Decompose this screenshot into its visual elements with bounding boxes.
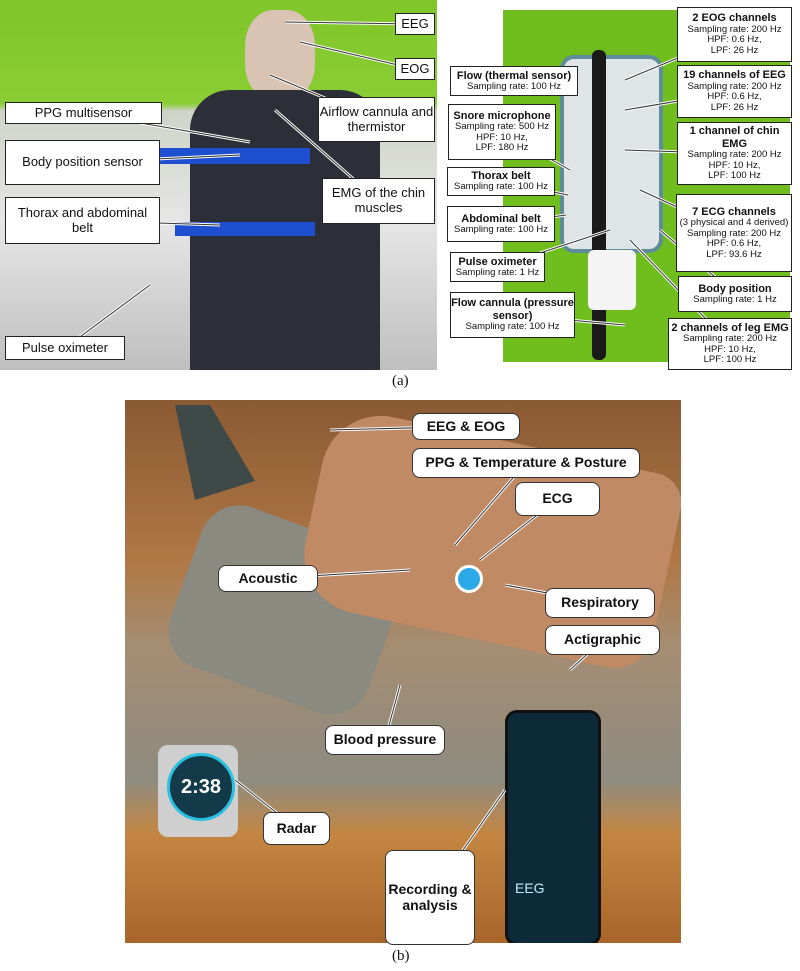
label-title: Thorax and abdominal belt	[17, 204, 148, 235]
caption-b: (b)	[392, 948, 410, 964]
label-title: Acoustic	[238, 569, 298, 586]
label-detail: Sampling rate: 500 Hz	[455, 121, 549, 133]
patient-figure	[150, 10, 380, 370]
label-eeg: EEG	[395, 13, 435, 35]
label-title: Body position sensor	[22, 154, 143, 170]
label-title: Snore microphone	[453, 109, 551, 122]
label-detail: LPF: 100 Hz	[708, 170, 761, 182]
label-detail: Sampling rate: 100 Hz	[454, 223, 548, 235]
label-title: 1 channel of chin EMG	[689, 125, 780, 150]
label-radar: Radar	[263, 812, 330, 845]
label-title: Actigraphic	[563, 631, 641, 648]
label-emg-of-the-chin-muscles: EMG of the chin muscles	[322, 178, 435, 224]
label-title: EEG	[401, 15, 429, 31]
label-title: Blood pressure	[333, 731, 437, 748]
label-title: Respiratory	[561, 594, 639, 611]
blue-belt	[175, 222, 315, 236]
label-acoustic: Acoustic	[218, 565, 318, 592]
label-detail: LPF: 26 Hz	[710, 44, 759, 56]
label-flow-cannula-pressure-sensor: Flow cannula (pressure sensor)Sampling r…	[450, 292, 575, 338]
label-detail: LPF: 93.6 Hz	[706, 248, 762, 260]
label-detail: Sampling rate: 1 Hz	[693, 293, 777, 305]
label-body-position-sensor: Body position sensor	[5, 140, 160, 185]
label-7-ecg-channels: 7 ECG channels(3 physical and 4 derived)…	[676, 194, 792, 272]
label-title: Recording & analysis	[388, 880, 472, 913]
label-title: Radar	[276, 819, 317, 836]
label-detail: Sampling rate: 200 Hz	[687, 148, 782, 160]
label-detail: Sampling rate: 200 Hz	[687, 23, 782, 35]
label-detail: Sampling rate: 200 Hz	[687, 80, 782, 92]
label-blood-pressure: Blood pressure	[325, 725, 445, 755]
label-title: PPG multisensor	[34, 104, 133, 120]
label-ecg: ECG	[515, 482, 600, 516]
label-detail: Sampling rate: 100 Hz	[467, 80, 561, 92]
label-detail: HPF: 10 Hz,	[708, 159, 761, 171]
label-respiratory: Respiratory	[545, 588, 655, 618]
lamp-icon	[175, 405, 255, 500]
label-title: 2 EOG channels	[692, 12, 777, 25]
label-detail: LPF: 100 Hz	[703, 354, 757, 366]
label-title: Flow cannula (pressure sensor)	[451, 297, 574, 322]
label-detail: HPF: 10 Hz,	[704, 343, 756, 355]
pressure-sensor-box	[588, 250, 636, 310]
label-title: Thorax belt	[471, 170, 531, 183]
label-recording-analysis: Recording & analysis	[385, 850, 475, 945]
label-title: EOG	[400, 60, 430, 76]
label-detail: Sampling rate: 100 Hz	[454, 181, 548, 193]
label-title: EMG of the chin muscles	[331, 185, 426, 215]
label-detail: Sampling rate: 1 Hz	[455, 266, 540, 278]
label-title: PPG & Temperature & Posture	[425, 454, 627, 471]
clock-display: 2:38	[167, 753, 235, 821]
label-pulse-oximeter: Pulse oximeter	[5, 336, 125, 360]
blue-belt	[150, 148, 310, 164]
label-ppg-multisensor: PPG multisensor	[5, 102, 162, 124]
label-detail: Sampling rate: 100 Hz	[465, 321, 560, 332]
label-title: Airflow cannula and thermistor	[319, 103, 434, 134]
label-title: Pulse oximeter	[458, 255, 537, 268]
label-title: Body position	[698, 282, 772, 295]
cable-bundle	[592, 50, 606, 360]
label-thorax-and-abdominal-belt: Thorax and abdominal belt	[5, 197, 160, 244]
label-ppg-temperature-posture: PPG & Temperature & Posture	[412, 448, 640, 478]
label-detail: (3 physical and 4 derived)	[679, 216, 789, 228]
label-detail: LPF: 180 Hz	[475, 142, 529, 154]
label-eeg-eog: EEG & EOG	[412, 413, 520, 440]
label-flow-thermal-sensor: Flow (thermal sensor)Sampling rate: 100 …	[450, 66, 578, 96]
label-eog: EOG	[395, 58, 435, 80]
smartphone	[505, 710, 601, 943]
label-title: Flow (thermal sensor)	[456, 69, 572, 82]
label-title: EEG & EOG	[426, 417, 506, 434]
label-title: ECG	[542, 490, 573, 507]
label-title: 19 channels of EEG	[683, 69, 786, 82]
label-title: Pulse oximeter	[22, 339, 108, 355]
label-title: Abdominal belt	[461, 212, 541, 225]
label-actigraphic: Actigraphic	[545, 625, 660, 655]
phone-eeg-label: EEG	[515, 880, 545, 896]
caption-a: (a)	[392, 373, 409, 389]
label-detail: LPF: 26 Hz	[710, 101, 759, 113]
sensor-icon	[455, 565, 483, 593]
label-airflow-cannula-and-thermistor: Airflow cannula and thermistor	[318, 97, 435, 142]
